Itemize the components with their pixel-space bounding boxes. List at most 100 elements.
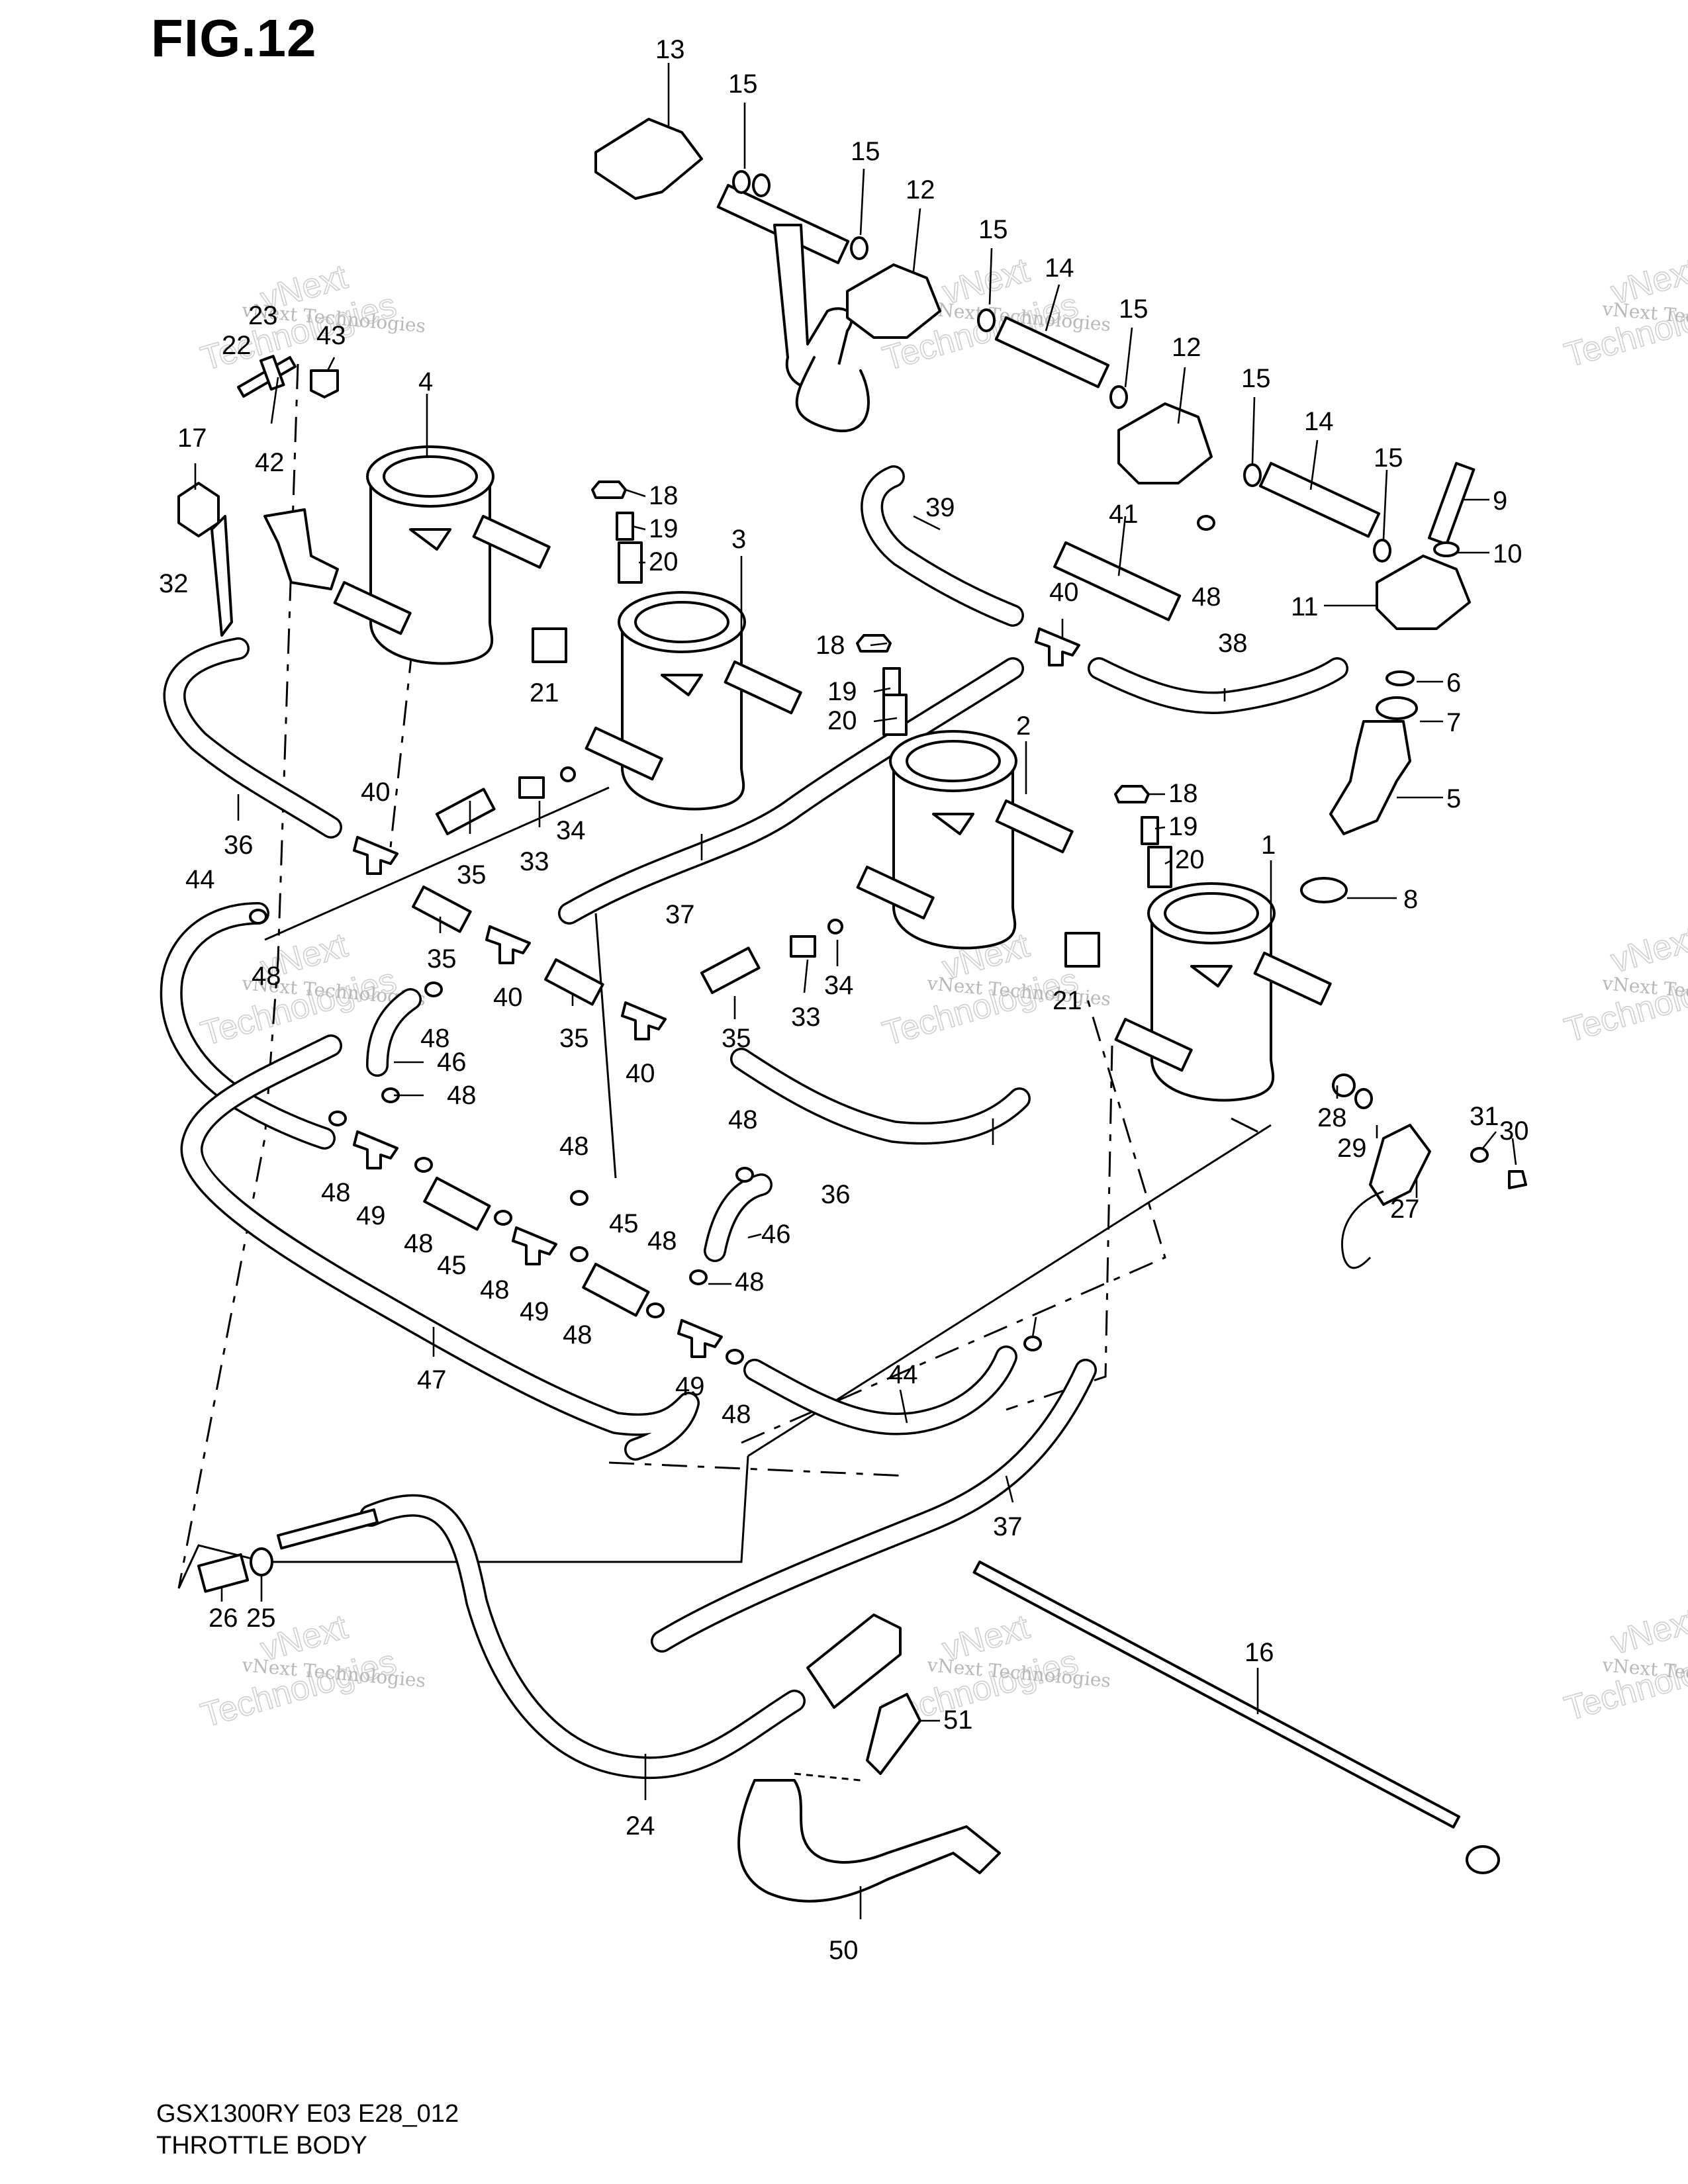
fuel-rail-assembly: [594, 118, 1471, 630]
callout-14: 14: [1045, 253, 1074, 283]
callout-46: 46: [437, 1048, 467, 1077]
callout-1: 1: [1261, 831, 1276, 860]
hose-44-right: [743, 1345, 1017, 1435]
spring-21: [532, 627, 567, 663]
callout-19: 19: [649, 514, 679, 543]
o-ring-15: [850, 236, 868, 260]
spring-19: [616, 512, 634, 541]
tee-joint-40: [621, 1001, 667, 1040]
springs-and-fittings: [249, 480, 1215, 1365]
callout-19: 19: [1168, 812, 1198, 841]
hose-24-cable: [359, 1494, 806, 1780]
injector-cushion-6: [1385, 670, 1415, 686]
clamp-48: [570, 1190, 588, 1206]
spring-21: [1064, 932, 1100, 968]
hose-37-bottom: [651, 1359, 1097, 1653]
callout-29: 29: [1337, 1134, 1367, 1163]
callout-15: 15: [978, 215, 1008, 244]
callout-15: 15: [1374, 443, 1403, 473]
fuel-injector-5: [1329, 720, 1411, 835]
callout-43: 43: [316, 321, 346, 350]
callout-40: 40: [361, 778, 391, 807]
callout-16: 16: [1244, 1638, 1274, 1667]
washer-31: [1470, 1147, 1489, 1163]
alignment-lines: [177, 363, 1166, 1589]
callout-labels: 13 15 15 12 15 14 15 12 15 14 15 9 10 11…: [159, 35, 1529, 1965]
callout-50: 50: [829, 1936, 859, 1965]
callout-48: 48: [420, 1024, 450, 1053]
callout-33: 33: [791, 1003, 821, 1032]
tee-joint-49: [353, 1130, 399, 1169]
callout-32: 32: [159, 569, 189, 598]
callout-48: 48: [252, 962, 281, 991]
callout-41: 41: [1109, 500, 1139, 529]
screw-18: [856, 634, 892, 653]
callout-3: 3: [731, 525, 746, 554]
screw-30: [1508, 1170, 1527, 1189]
callout-6: 6: [1446, 668, 1461, 698]
bolt-16: [972, 1561, 1461, 1829]
throttle-body-4: [333, 445, 551, 665]
hose-45: [423, 1177, 491, 1231]
callout-40: 40: [1049, 578, 1079, 607]
callout-51: 51: [943, 1706, 973, 1735]
fuel-connector-12-lower: [1117, 402, 1213, 484]
hose-38: [1088, 657, 1348, 714]
callout-44: 44: [888, 1360, 918, 1389]
screw-18: [1114, 785, 1150, 803]
callout-19: 19: [827, 677, 857, 706]
callout-48: 48: [404, 1229, 434, 1258]
o-ring-29: [1354, 1088, 1373, 1109]
clamp-48: [646, 1302, 665, 1318]
callout-35: 35: [559, 1024, 589, 1053]
hose-35: [436, 788, 496, 836]
fuel-connector-11: [1376, 555, 1471, 630]
callout-20: 20: [827, 706, 857, 735]
clamp-48: [689, 1269, 708, 1285]
callout-40: 40: [493, 983, 523, 1012]
spring-20: [618, 541, 643, 584]
callout-48: 48: [722, 1400, 751, 1429]
fuel-pipe-14-upper: [994, 316, 1110, 388]
screw-18: [591, 480, 627, 499]
callout-46: 46: [761, 1220, 791, 1249]
adjuster-24: [806, 1614, 902, 1709]
watermark-9: vNext Technologies vNext Technologies: [1560, 1600, 1688, 1729]
callout-47: 47: [417, 1365, 447, 1394]
throttle-body-3: [585, 591, 802, 811]
callout-49: 49: [675, 1372, 705, 1401]
clamp-48: [735, 1167, 754, 1183]
hose-44-left: [160, 902, 336, 1150]
callout-48: 48: [480, 1275, 510, 1304]
callout-12: 12: [906, 175, 935, 205]
section-name: THROTTLE BODY: [156, 2132, 367, 2160]
hose-36-right: [730, 1048, 1031, 1145]
clamp-48: [1197, 515, 1215, 531]
o-ring-28: [1332, 1073, 1356, 1097]
callout-20: 20: [649, 547, 679, 576]
callout-18: 18: [816, 631, 845, 660]
pipe-33: [790, 935, 816, 958]
callout-15: 15: [1241, 364, 1271, 393]
callout-7: 7: [1446, 708, 1461, 737]
hose-35: [700, 946, 761, 995]
callout-21: 21: [530, 678, 559, 707]
spring-20: [882, 694, 908, 736]
clamp-48: [424, 981, 443, 997]
tee-joint-40: [485, 925, 531, 964]
callout-39: 39: [925, 493, 955, 522]
callout-21: 21: [1053, 986, 1082, 1015]
hose-47: [180, 1034, 700, 1461]
callout-37: 37: [993, 1512, 1023, 1541]
callout-18: 18: [649, 481, 679, 510]
callout-18: 18: [1168, 779, 1198, 808]
fuel-connector-12-upper: [846, 263, 941, 339]
bolt-51: [866, 1693, 921, 1775]
watermark-6: vNext Technologies vNext Technologies: [1560, 919, 1688, 1050]
bolt-16-head: [1466, 1845, 1500, 1874]
callout-33: 33: [520, 847, 549, 876]
o-ring-15: [732, 170, 751, 194]
o-ring-15: [1109, 385, 1128, 409]
callout-48: 48: [447, 1081, 477, 1110]
callout-26: 26: [209, 1604, 238, 1633]
